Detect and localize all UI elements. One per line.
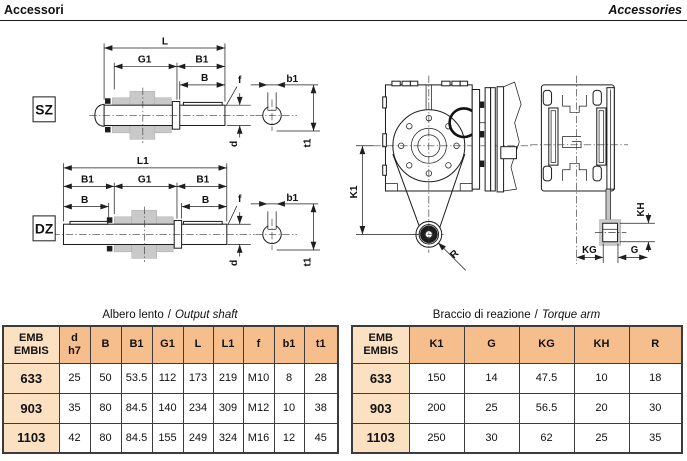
title-en: Torque arm	[541, 309, 601, 321]
page-title-italian: Accessori	[4, 3, 64, 17]
header-rule	[0, 20, 687, 21]
table-row: 903 200 25 56.5 20 30	[351, 392, 683, 424]
oil-plug-mark	[562, 136, 582, 148]
table-row: 903 35 80 84.5 140 234 309 M12 10 38	[2, 392, 339, 424]
sz-tag-label: SZ	[35, 101, 53, 117]
model-cell: 903	[351, 392, 410, 424]
table-row: 1103 250 30 62 25 35	[351, 422, 683, 454]
sz-dim-L: L	[162, 36, 168, 47]
sz-dim-f: f	[238, 75, 242, 86]
page-title-english: Accessories	[608, 3, 682, 17]
page-header: Accessori Accessories	[4, 3, 682, 19]
dz-dim-B1-left: B1	[81, 175, 94, 186]
dz-tag-box	[32, 215, 56, 242]
output-shaft-table-title: Albero lento/Output shaft	[102, 309, 238, 321]
title-it: Albero lento	[102, 309, 164, 321]
model-cell: 903	[2, 392, 60, 424]
title-en: Output shaft	[174, 309, 238, 321]
col-header-G1: G1	[151, 325, 184, 364]
dz-seal-bottom	[106, 245, 113, 252]
title-it: Braccio di reazione	[432, 309, 531, 321]
col-header-K1: K1	[408, 325, 465, 364]
dz-tag-label: DZ	[35, 220, 54, 236]
col-header-b1: b1	[273, 325, 305, 364]
dz-shaft-drawing: L1 B1 G1 B1 B B f d	[32, 156, 320, 267]
dz-dim-t1: t1	[303, 257, 314, 266]
dz-dim-f: f	[238, 194, 242, 205]
torque-arm-table-title: Braccio di reazione/Torque arm	[432, 309, 601, 321]
torque-arm-rod	[605, 188, 612, 221]
table-row: 1103 42 80 84.5 155 249 324 M16 12 45	[2, 422, 339, 454]
model-cell: 633	[2, 362, 60, 394]
dz-keyway-left	[69, 220, 109, 225]
dz-dim-d: d	[229, 260, 240, 266]
sz-dim-t1: t1	[303, 138, 314, 147]
gearbox-front-view: K1 R	[349, 75, 532, 271]
dz-dim-L1: L1	[137, 156, 149, 167]
sz-dim-d: d	[229, 141, 240, 147]
col-header-G: G	[463, 325, 520, 364]
front-dim-R: R	[448, 248, 461, 261]
col-header-R: R	[628, 325, 683, 364]
dz-dim-B-right: B	[202, 195, 209, 206]
dz-seal-top	[106, 217, 113, 223]
model-cell: 633	[351, 362, 410, 394]
dz-keyway-right	[182, 220, 223, 225]
table-row: 633 25 50 53.5 112 173 219 M10 8 28	[2, 362, 339, 394]
torque-arm-right-edge	[438, 153, 466, 230]
side-dim-KG: KG	[582, 245, 597, 256]
model-cell: 1103	[2, 422, 60, 454]
side-dim-G: G	[631, 245, 639, 256]
sz-dim-G1: G1	[138, 55, 152, 66]
front-dim-K1: K1	[349, 185, 360, 198]
col-header-B: B	[89, 325, 122, 364]
sz-seal-top	[105, 98, 111, 104]
dz-dim-B-left: B	[81, 195, 88, 206]
technical-drawings: L G1 B1 B f d	[32, 36, 655, 271]
col-header-f: f	[242, 325, 275, 364]
sz-tag-box	[32, 96, 56, 123]
sz-dim-B1: B1	[195, 55, 208, 66]
col-header-L1: L1	[212, 325, 244, 364]
dz-dim-b1: b1	[286, 193, 298, 204]
col-header-t1: t1	[303, 325, 339, 364]
dz-dim-G1: G1	[138, 175, 152, 186]
col-header-KG: KG	[518, 325, 575, 364]
side-dim-KH: KH	[636, 202, 647, 216]
section-break-line	[503, 81, 522, 192]
sz-seal-bottom	[105, 126, 111, 133]
model-cell: 1103	[351, 422, 410, 454]
gearbox-side-view: KH KG G	[530, 75, 655, 264]
sz-shaft-drawing: L G1 B1 B f d	[32, 36, 320, 148]
sz-keyway	[182, 101, 223, 106]
col-header-KH: KH	[573, 325, 630, 364]
table-row: 633 150 14 47.5 10 18	[351, 362, 683, 394]
col-header-B1: B1	[120, 325, 153, 364]
torque-arm-left-edge	[392, 153, 422, 230]
col-header-L: L	[182, 325, 214, 364]
dz-dim-B1-right: B1	[196, 175, 209, 186]
sz-dim-B: B	[201, 73, 208, 84]
sz-dim-b1: b1	[286, 74, 298, 85]
